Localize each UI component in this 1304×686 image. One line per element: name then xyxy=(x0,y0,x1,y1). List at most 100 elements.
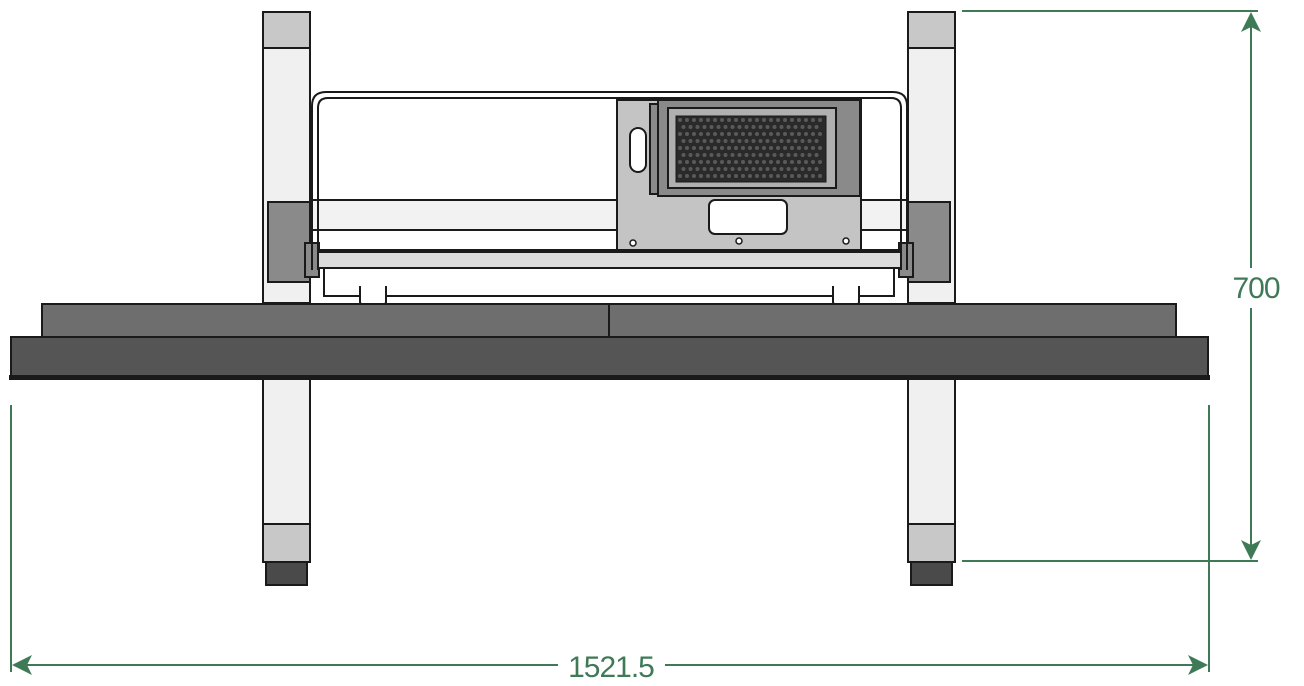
grill-hole xyxy=(709,153,714,157)
grill-hole xyxy=(692,132,696,136)
grill-hole xyxy=(730,125,735,129)
grill-hole xyxy=(755,132,759,136)
grill-hole xyxy=(685,174,689,178)
grill-hole xyxy=(776,132,780,136)
grill-hole xyxy=(783,146,787,150)
grill-hole xyxy=(744,125,749,129)
grill-hole xyxy=(748,132,752,136)
tabletop-edge xyxy=(9,375,1210,380)
grill-hole xyxy=(779,139,784,143)
grill-hole xyxy=(685,132,689,136)
grill-hole xyxy=(790,132,794,136)
grill-hole xyxy=(702,153,707,157)
grill-hole xyxy=(688,167,693,171)
grill-hole xyxy=(814,167,819,171)
device-lower-tab xyxy=(708,199,788,235)
grill-hole xyxy=(790,174,794,178)
grill-hole xyxy=(755,160,759,164)
grill-hole xyxy=(800,139,805,143)
grill-hole xyxy=(783,174,787,178)
grill-hole xyxy=(692,174,696,178)
grill-hole xyxy=(807,139,812,143)
grill-hole xyxy=(818,174,822,178)
grill-hole xyxy=(762,146,766,150)
left-bracket xyxy=(267,201,311,283)
tray-frame xyxy=(323,268,895,297)
grill-hole xyxy=(814,139,819,143)
grill-hole xyxy=(762,174,766,178)
grill-hole xyxy=(678,160,682,164)
grill-hole xyxy=(716,153,721,157)
grill-hole xyxy=(706,146,710,150)
grill-hole xyxy=(776,146,780,150)
left-leg-top-cap xyxy=(262,11,311,49)
grill-hole xyxy=(807,125,812,129)
grill-hole xyxy=(800,167,805,171)
grill-hole xyxy=(713,118,717,122)
grill-hole xyxy=(772,167,777,171)
table-top xyxy=(9,303,1210,380)
width-arrow-left xyxy=(12,655,32,675)
grill-hole xyxy=(790,146,794,150)
grill-hole xyxy=(720,118,724,122)
grill-hole xyxy=(811,160,815,164)
grill-hole xyxy=(793,167,798,171)
grill-hole xyxy=(769,118,773,122)
right-leg-bottom-cap xyxy=(907,523,956,563)
right-leg-top-cap xyxy=(907,11,956,49)
grill-hole xyxy=(779,167,784,171)
grill-hole xyxy=(765,125,770,129)
grill-hole xyxy=(818,160,822,164)
height-arrow-down xyxy=(1241,540,1261,560)
grill-hole xyxy=(685,160,689,164)
tray-clip-left xyxy=(359,286,387,305)
grill-hole xyxy=(695,139,700,143)
right-bracket xyxy=(907,201,951,283)
grill-hole xyxy=(804,132,808,136)
tray-rail xyxy=(317,251,902,269)
grill-hole xyxy=(744,139,749,143)
grill-hole xyxy=(776,118,780,122)
grill-hole xyxy=(709,167,714,171)
right-foot xyxy=(910,561,953,586)
grill-hole xyxy=(699,146,703,150)
grill-hole xyxy=(797,174,801,178)
grill-hole xyxy=(741,174,745,178)
grill-hole xyxy=(790,118,794,122)
grill-hole xyxy=(807,167,812,171)
grill-hole xyxy=(727,160,731,164)
grill-hole xyxy=(720,160,724,164)
grill-hole xyxy=(751,125,756,129)
tabletop-upper-left xyxy=(41,303,610,339)
grill-hole xyxy=(692,118,696,122)
grill-hole xyxy=(727,174,731,178)
grill-hole xyxy=(786,125,791,129)
grill-hole xyxy=(751,139,756,143)
grill-hole xyxy=(695,125,700,129)
grill-hole xyxy=(734,118,738,122)
grill-hole xyxy=(713,132,717,136)
grill-hole xyxy=(765,167,770,171)
grill-hole xyxy=(804,118,808,122)
grill-hole xyxy=(720,146,724,150)
grill-hole xyxy=(716,125,721,129)
grill-hole xyxy=(783,118,787,122)
grill-hole xyxy=(737,167,742,171)
grill-hole xyxy=(685,146,689,150)
grill-hole xyxy=(786,153,791,157)
grill-hole xyxy=(706,174,710,178)
grill-hole xyxy=(765,139,770,143)
height-label: 700 xyxy=(1232,272,1279,305)
grill-hole xyxy=(762,160,766,164)
grill-hole xyxy=(699,160,703,164)
grill-hole xyxy=(748,174,752,178)
grill-hole xyxy=(737,139,742,143)
grill-hole xyxy=(734,160,738,164)
grill-hole xyxy=(783,160,787,164)
grill-hole xyxy=(769,146,773,150)
grill-hole xyxy=(695,167,700,171)
grill-hole xyxy=(793,139,798,143)
grill-hole xyxy=(699,132,703,136)
grill-hole xyxy=(741,118,745,122)
width-arrow-right xyxy=(1188,655,1208,675)
